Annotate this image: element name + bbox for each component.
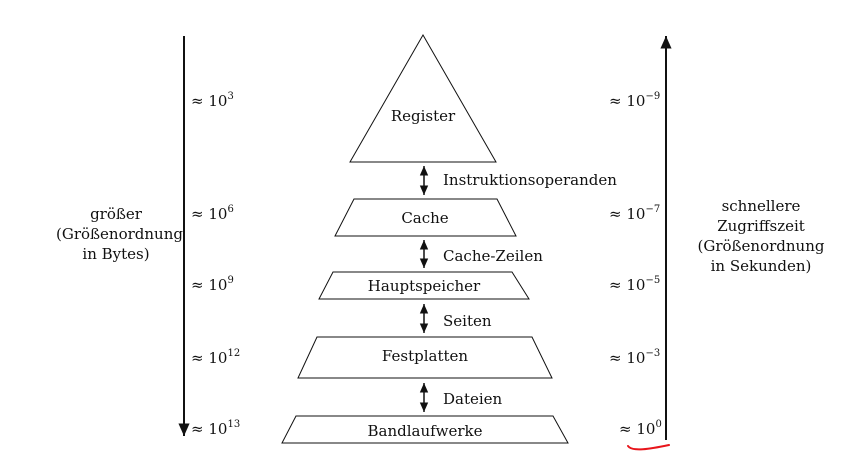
- size-value-bandlaufwerke: ≈ 1013: [191, 419, 241, 438]
- size-caption-line-2: (Größenordnung: [56, 225, 183, 243]
- size-caption-line-3: in Bytes): [82, 245, 150, 263]
- size-value-festplatten: ≈ 1012: [191, 348, 241, 367]
- level-label-festplatten: Festplatten: [381, 347, 469, 365]
- speed-caption-line-1: schnellere: [721, 197, 801, 215]
- speed-caption-line-4: in Sekunden): [710, 257, 812, 275]
- cache-trapezoid: [334, 198, 517, 237]
- size-value-cache: ≈ 106: [191, 204, 234, 223]
- level-label-bandlaufwerke: Bandlaufwerke: [367, 422, 483, 440]
- transfer-label-instruktionsoperanden: Instruktionsoperanden: [443, 171, 617, 189]
- size-value-hauptspeicher: ≈ 109: [191, 275, 234, 294]
- time-value-cache: ≈ 10−7: [609, 204, 661, 223]
- time-value-festplatten: ≈ 10−3: [609, 348, 661, 367]
- transfer-label-cache-zeilen: Cache-Zeilen: [443, 247, 543, 265]
- festplatten-trapezoid: [297, 336, 553, 379]
- level-label-register: Register: [390, 107, 456, 125]
- time-value-hauptspeicher: ≈ 10−5: [609, 275, 661, 294]
- size-axis-caption: größer (Größenordnung in Bytes): [56, 204, 183, 264]
- speed-caption-line-2: Zugriffszeit: [717, 217, 805, 235]
- size-caption-line-1: größer: [90, 205, 142, 223]
- size-value-register: ≈ 103: [191, 91, 234, 110]
- speed-axis-caption: schnellere Zugriffszeit (Größenordnung i…: [686, 196, 836, 276]
- hauptspeicher-trapezoid: [318, 271, 530, 300]
- time-value-bandlaufwerke: ≈ 100: [619, 419, 662, 438]
- bandlaufwerke-trapezoid: [281, 415, 569, 444]
- level-label-cache: Cache: [401, 209, 449, 227]
- transfer-label-seiten: Seiten: [443, 312, 492, 330]
- speed-caption-line-3: (Größenordnung: [697, 237, 825, 255]
- time-value-register: ≈ 10−9: [609, 91, 661, 110]
- transfer-label-dateien: Dateien: [443, 390, 503, 408]
- register-triangle: [349, 33, 497, 163]
- level-label-hauptspeicher: Hauptspeicher: [367, 277, 481, 295]
- red-underline-annotation: [627, 444, 670, 451]
